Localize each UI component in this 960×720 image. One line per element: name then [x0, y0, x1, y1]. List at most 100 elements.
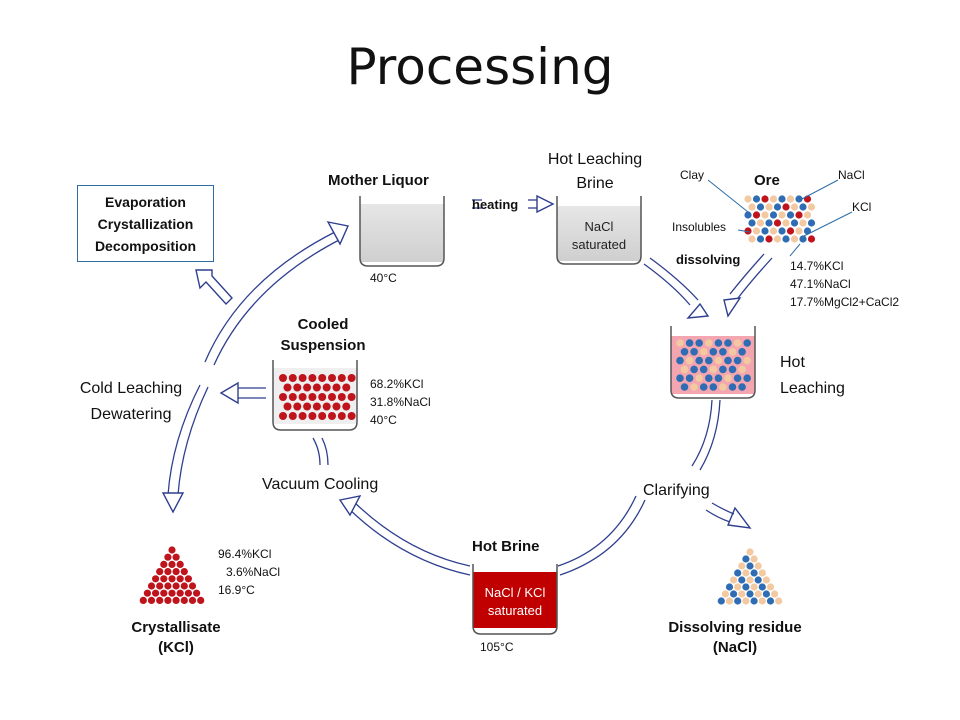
hot-leach-particle: [690, 383, 698, 391]
suspension-particle: [328, 412, 336, 420]
arrowhead-to-vacuum: [338, 495, 362, 517]
cold-leaching-line-1: Cold Leaching: [79, 380, 183, 397]
arrowhead-heating: [536, 194, 555, 214]
hot-leach-particle: [714, 374, 723, 383]
residue-pyramid-particle: [746, 590, 754, 598]
hot-leach-particle: [743, 339, 751, 347]
kcl-pyramid-particle: [193, 589, 201, 597]
heating-label: heating: [472, 197, 519, 212]
cooled-suspension-label: Cooled Suspension: [268, 314, 378, 356]
mother-liquor-temp: 40°C: [370, 271, 397, 285]
hot-leach-particle: [685, 374, 694, 383]
hot-brine-content: NaCl / KCl saturated: [473, 584, 557, 620]
ore-particle: [778, 195, 786, 203]
ore-composition: 14.7%KCl 47.1%NaCl 17.7%MgCl2+CaCl2: [790, 257, 899, 311]
arrow-to-evaporation: [195, 269, 233, 306]
kcl-pyramid-particle: [168, 575, 176, 583]
kcl-pyramid-particle: [160, 589, 168, 597]
hot-leaching-brine-label: Hot Leaching Brine: [530, 148, 660, 196]
arc-right-outer: [699, 399, 721, 471]
hot-leach-particle: [690, 365, 698, 374]
arc-bottom-left-outer: [344, 504, 471, 576]
ore-particle: [748, 235, 756, 243]
suspension-particle: [337, 374, 346, 382]
kcl-pyramid-particle: [180, 596, 188, 605]
arrowhead-to-residue: [727, 506, 752, 529]
hot-leach-particle: [676, 374, 684, 383]
hot-leach-particle: [738, 365, 746, 374]
kcl-pyramid-particle: [180, 568, 188, 576]
ore-particle: [765, 219, 773, 227]
hot-leach-particle: [733, 339, 742, 347]
hot-leach-particle: [699, 383, 708, 391]
ore-particle: [773, 203, 782, 211]
hot-brine-label: Hot Brine: [472, 538, 540, 555]
kcl-pyramid-particle: [184, 589, 192, 597]
residue-pyramid-particle: [725, 597, 734, 605]
hot-leach-particle: [709, 348, 718, 356]
residue-pyramid-particle: [750, 569, 758, 577]
suspension-particle: [322, 383, 331, 392]
evaporation-box: Evaporation Crystallization Decompositio…: [77, 185, 214, 262]
suspension-particle: [283, 402, 292, 411]
suspension-particle: [308, 412, 317, 420]
kcl-pyramid-particle: [160, 575, 168, 583]
suspension-particle: [298, 393, 307, 401]
cooled-suspension-composition: 68.2%KCl 31.8%NaCl 40°C: [370, 375, 431, 429]
hot-leach-particle: [709, 365, 718, 374]
box-line-1: Evaporation: [105, 193, 186, 210]
hot-leach-particle: [719, 383, 727, 391]
arc-left-outer: [167, 384, 201, 496]
residue-pyramid-particle: [734, 583, 742, 591]
suspension-particle: [328, 393, 336, 401]
ore-particle: [756, 219, 765, 227]
crystallisate-comp-temp: 16.9°C: [218, 583, 255, 597]
suspension-particle: [283, 383, 292, 392]
kcl-pyramid-particle: [152, 589, 160, 597]
kcl-pyramid-particle: [172, 553, 180, 561]
suspension-particle: [332, 383, 341, 392]
kcl-pyramid-particle: [164, 582, 172, 590]
suspension-particle: [288, 393, 297, 401]
residue-pyramid-particle: [742, 583, 750, 591]
suspension-particle: [279, 393, 287, 401]
crystallisate-composition: 96.4%KCl 3.6%NaCl 16.9°C: [218, 545, 280, 599]
ore-particle: [778, 227, 786, 235]
mother-liquor-label: Mother Liquor: [328, 172, 429, 189]
brine-content-line-1: NaCl: [584, 219, 614, 234]
mother-liquor-beaker: [359, 196, 445, 267]
kcl-pyramid-particle: [147, 582, 156, 590]
ore-particle: [748, 219, 756, 227]
residue-line-2: (NaCl): [712, 639, 758, 656]
ore-particle: [795, 211, 803, 219]
hot-leach-particle: [705, 339, 713, 347]
ore-particle: [752, 195, 761, 203]
hot-leaching-line-1: Hot: [780, 354, 805, 371]
ore-particle: [744, 195, 752, 203]
arc-ore-to-hot-b: [729, 253, 765, 295]
residue-pyramid-particle: [758, 569, 766, 577]
ore-particle: [782, 219, 790, 227]
ore-particle: [799, 219, 807, 227]
ore-particle: [795, 195, 803, 203]
residue-pyramid-particle: [746, 576, 754, 584]
ore-comp-kcl: 14.7%KCl: [790, 259, 844, 273]
arrowhead-brine-to-hot: [686, 302, 710, 319]
suspension-particle: [293, 383, 302, 392]
cycle-arrows: [167, 231, 773, 576]
ore-particle: [782, 203, 790, 211]
kcl-pyramid-particle: [160, 560, 168, 569]
ore-particle: [795, 227, 803, 235]
cooled-suspension-line-2: Suspension: [280, 337, 366, 354]
hot-leach-particle: [728, 365, 737, 374]
ore-particle: [773, 219, 782, 227]
hot-leaching-label: Hot Leaching: [780, 350, 845, 402]
hot-leach-particle: [695, 374, 703, 383]
kcl-pyramid-particle: [176, 575, 184, 583]
suspension-particle: [303, 383, 312, 392]
suspension-particle: [318, 412, 327, 420]
suspension-particle: [298, 374, 307, 382]
arrowhead-to-crystallisate: [161, 492, 185, 514]
